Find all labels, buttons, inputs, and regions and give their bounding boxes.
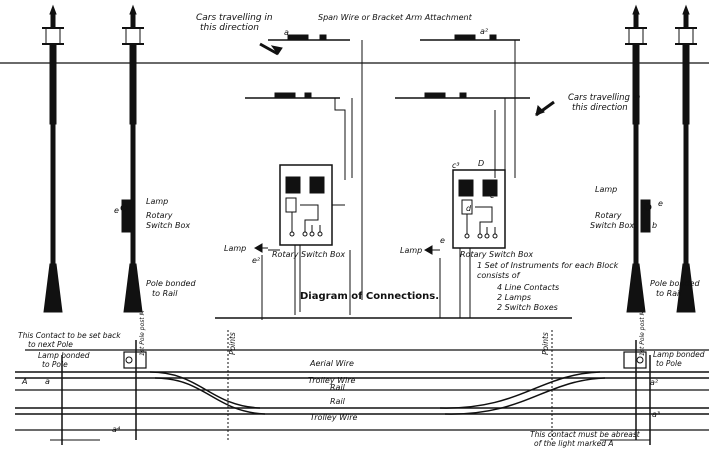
letter-d: d: [466, 204, 472, 213]
rail-top-label: Rail: [330, 383, 346, 392]
car-direction-left-icon: [259, 42, 283, 56]
pole-right-1: [625, 4, 652, 313]
switch-box-center-left: [279, 164, 345, 246]
letter-a2-track: a²: [650, 378, 659, 387]
lamp-center-right: Lamp: [400, 246, 422, 255]
second-level-brackets: [245, 92, 530, 180]
letter-a2: a²: [480, 27, 489, 36]
pole-bonded-left-line2: to Rail: [152, 289, 178, 298]
lamp-left: [120, 204, 128, 212]
lamp-bonded-right-line2: to Pole: [656, 359, 682, 368]
lamp-right-label: Lamp: [595, 185, 617, 194]
points-right: Points: [541, 332, 550, 355]
trolley-wire-top-label: Trolley Wire: [308, 376, 356, 385]
rotary-right-line1: Rotary: [595, 211, 622, 220]
contact-back-line1: This Contact to be set back: [18, 331, 121, 340]
rail-bottom-label: Rail: [330, 397, 346, 406]
rotary-left-line1: Rotary: [146, 211, 173, 220]
cars-right-line1: Cars travelling in: [568, 93, 640, 103]
track-section: [15, 330, 709, 440]
lamp-right: [644, 203, 652, 211]
connection-wires: [215, 245, 572, 320]
rsb-center-left: Rotary Switch Box: [272, 250, 345, 259]
letter-e2: e²: [252, 256, 261, 265]
lamp-arrow-right-icon: [423, 245, 440, 255]
set-note-4: 2 Lamps: [497, 293, 531, 302]
aerial-wire-label: Aerial Wire: [309, 359, 354, 368]
letter-e-center: e: [440, 236, 445, 245]
cars-left-line2: this direction: [200, 23, 259, 33]
pole-left-2: [120, 4, 144, 313]
contact-a2-bracket: [420, 34, 520, 178]
letter-e-right: e: [658, 199, 663, 208]
lamp-bonded-right-line1: Lamp bonded: [653, 350, 705, 359]
contact-back-line2: to next Pole: [28, 340, 73, 349]
letter-A: A: [21, 377, 27, 386]
rotary-switch-box-right: [640, 199, 651, 233]
pole-right-2: [675, 4, 697, 313]
lamp-left-label: Lamp: [146, 197, 168, 206]
pole-bonded-right-line2: to Rail: [656, 289, 682, 298]
track-verticals: [50, 340, 651, 445]
lamp-bonded-left-line1: Lamp bonded: [38, 351, 90, 360]
set-note-3: 4 Line Contacts: [497, 283, 559, 292]
set-note-1: 1 Set of Instruments for each Block: [477, 261, 619, 270]
lamp-bonded-left-line2: to Pole: [42, 360, 68, 369]
rotary-switch-box-left: [121, 199, 132, 233]
pole-left-1: [42, 4, 64, 313]
cars-right-line2: this direction: [572, 103, 628, 113]
lamp-center-left: Lamp: [224, 244, 246, 253]
diagram-title: Diagram of Connections.: [300, 291, 439, 302]
trolley-wire-bottom-label: Trolley Wire: [310, 413, 358, 422]
lamp-arrow-left-icon: [253, 243, 268, 253]
contact-abreast-line1: This contact must be abreast: [530, 430, 641, 439]
contact-abreast-line2: of the light marked A: [534, 439, 614, 448]
rotary-left-line2: Switch Box: [146, 221, 190, 230]
pole-bonded-right-line1: Pole bonded: [650, 279, 700, 288]
letter-e: e: [114, 206, 119, 215]
letter-c: c: [490, 191, 495, 200]
car-direction-right-icon: [535, 100, 555, 117]
first-pole-right: 1st Pole post M: [639, 309, 646, 356]
first-pole-left: 1st Pole post M: [139, 309, 146, 356]
letter-D: D: [478, 159, 484, 168]
pole-bonded-left-line1: Pole bonded: [146, 279, 196, 288]
cars-left-line1: Cars travelling in: [196, 13, 273, 23]
letter-a: a: [284, 28, 289, 37]
switch-box-center-right: [452, 169, 506, 249]
letter-b: b: [652, 221, 657, 230]
set-note-2: consists of: [477, 271, 521, 280]
set-note-5: 2 Switch Boxes: [497, 303, 558, 312]
letter-a4: a⁴: [112, 425, 121, 434]
rotary-right-line2: Switch Box: [590, 221, 634, 230]
rsb-center-right: Rotary Switch Box: [460, 250, 533, 259]
span-wire-label: Span Wire or Bracket Arm Attachment: [318, 13, 473, 22]
points-left: Points: [228, 332, 237, 355]
letter-a-track: a: [45, 377, 50, 386]
contact-a-bracket: [268, 34, 363, 300]
letter-a3: a³: [652, 410, 660, 419]
letter-c3: c³: [452, 161, 460, 170]
